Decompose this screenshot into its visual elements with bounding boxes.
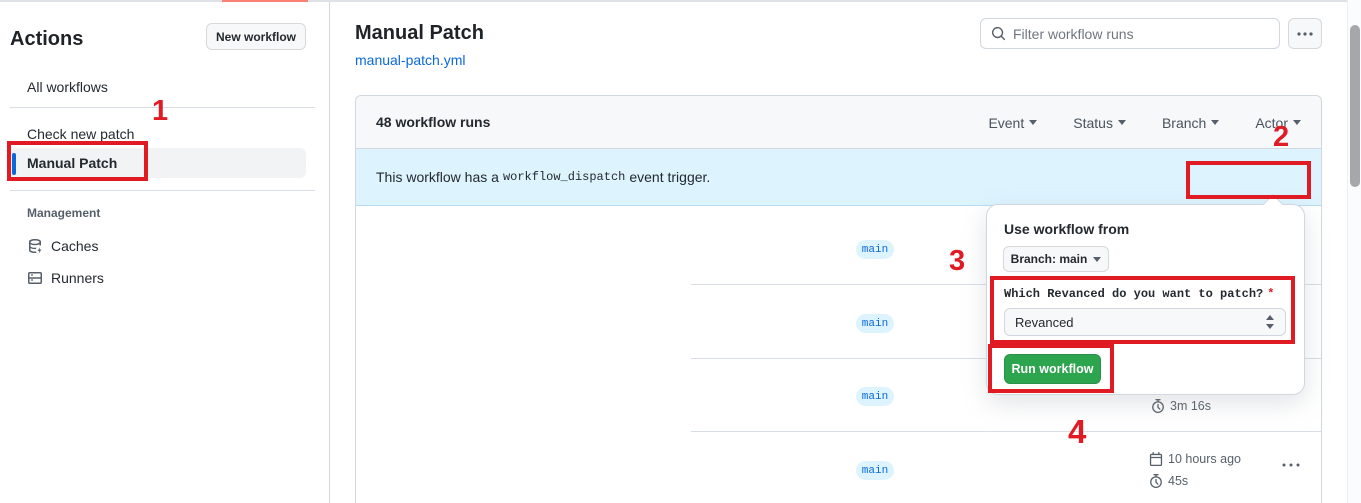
runs-table-header: 48 workflow runs Event Status Branch Act…: [356, 96, 1321, 149]
branch-badge[interactable]: main: [856, 240, 894, 259]
select-arrows-icon: [1266, 315, 1274, 329]
top-border: [0, 0, 1361, 2]
chevron-down-icon: [1211, 120, 1220, 125]
select-value: Revanced: [1015, 314, 1074, 330]
revanced-select[interactable]: Revanced: [1004, 308, 1286, 336]
run-options-button[interactable]: [1278, 456, 1304, 474]
run-filters: Event Status Branch Actor: [988, 96, 1301, 149]
filter-event[interactable]: Event: [988, 115, 1038, 131]
banner-text: event trigger.: [629, 169, 711, 185]
kebab-icon: [1282, 463, 1300, 467]
row-divider: [691, 431, 1321, 432]
banner-text: This workflow has a: [376, 169, 499, 185]
stopwatch-icon: [1150, 474, 1162, 488]
calendar-icon: [1149, 452, 1163, 466]
annotation-number-2: 2: [1273, 121, 1290, 153]
top-progress-bar: [222, 0, 308, 3]
sidebar-divider: [10, 107, 315, 108]
sidebar: Actions New workflow All workflows Check…: [0, 2, 330, 503]
chevron-down-icon: [1093, 256, 1102, 262]
required-marker: *: [1267, 287, 1275, 301]
page-title: Manual Patch: [355, 22, 484, 44]
sidebar-title: Actions: [10, 28, 84, 50]
chevron-down-icon: [1029, 120, 1038, 125]
sidebar-item-label: Runners: [51, 270, 104, 286]
run-workflow-dialog: Use workflow from Branch: main Which Rev…: [986, 194, 1305, 395]
workflow-input-label: Which Revanced do you want to patch?*: [1004, 287, 1275, 301]
use-workflow-from-label: Use workflow from: [1004, 221, 1130, 237]
sidebar-divider: [10, 190, 315, 191]
kebab-icon: [1297, 31, 1313, 36]
sidebar-item-caches[interactable]: Caches: [10, 232, 306, 260]
sidebar-item-all-workflows[interactable]: All workflows: [27, 79, 108, 95]
sidebar-item-label: Caches: [51, 238, 99, 254]
chevron-down-icon: [1117, 120, 1126, 125]
cache-icon: [29, 239, 42, 254]
search-input[interactable]: [1013, 25, 1269, 42]
management-heading: Management: [27, 206, 101, 220]
search-icon: [991, 26, 1006, 41]
branch-selector-button[interactable]: Branch: main: [1003, 246, 1109, 272]
workflow-file-link[interactable]: manual-patch.yml: [355, 52, 466, 68]
selected-item-accent-bar: [12, 153, 16, 175]
stopwatch-icon: [1152, 399, 1164, 413]
scrollbar-thumb[interactable]: [1350, 25, 1360, 187]
header-more-options-button[interactable]: [1288, 18, 1322, 49]
scrollbar-track[interactable]: [1347, 0, 1361, 503]
annotation-number-3: 3: [949, 245, 966, 277]
annotation-number-4: 4: [1068, 413, 1087, 450]
sidebar-item-manual-patch[interactable]: Manual Patch: [10, 148, 306, 178]
run-duration: 3m 16s: [1151, 399, 1211, 413]
run-start-time: 10 hours ago: [1149, 452, 1241, 466]
sidebar-item-check-new-patch[interactable]: Check new patch: [27, 126, 135, 142]
run-duration: 45s: [1149, 474, 1188, 488]
server-icon: [28, 272, 42, 284]
branch-badge[interactable]: main: [856, 314, 894, 333]
workflow-runs-count: 48 workflow runs: [376, 114, 491, 130]
filter-branch[interactable]: Branch: [1162, 115, 1220, 131]
sidebar-item-runners[interactable]: Runners: [10, 264, 306, 292]
run-workflow-submit-button[interactable]: Run workflow: [1004, 354, 1101, 384]
chevron-down-icon: [1293, 120, 1301, 125]
annotation-number-1: 1: [152, 95, 169, 127]
workflow-dispatch-banner: This workflow has a workflow_dispatch ev…: [356, 149, 1321, 206]
filter-workflow-runs-searchbox[interactable]: [980, 18, 1280, 49]
workflow-runs-table: 48 workflow runs Event Status Branch Act…: [355, 95, 1322, 503]
new-workflow-button[interactable]: New workflow: [206, 23, 306, 50]
banner-code: workflow_dispatch: [502, 170, 626, 184]
filter-status[interactable]: Status: [1073, 115, 1126, 131]
filter-actor[interactable]: Actor: [1255, 115, 1301, 131]
branch-badge[interactable]: main: [856, 461, 894, 480]
branch-badge[interactable]: main: [856, 387, 894, 406]
